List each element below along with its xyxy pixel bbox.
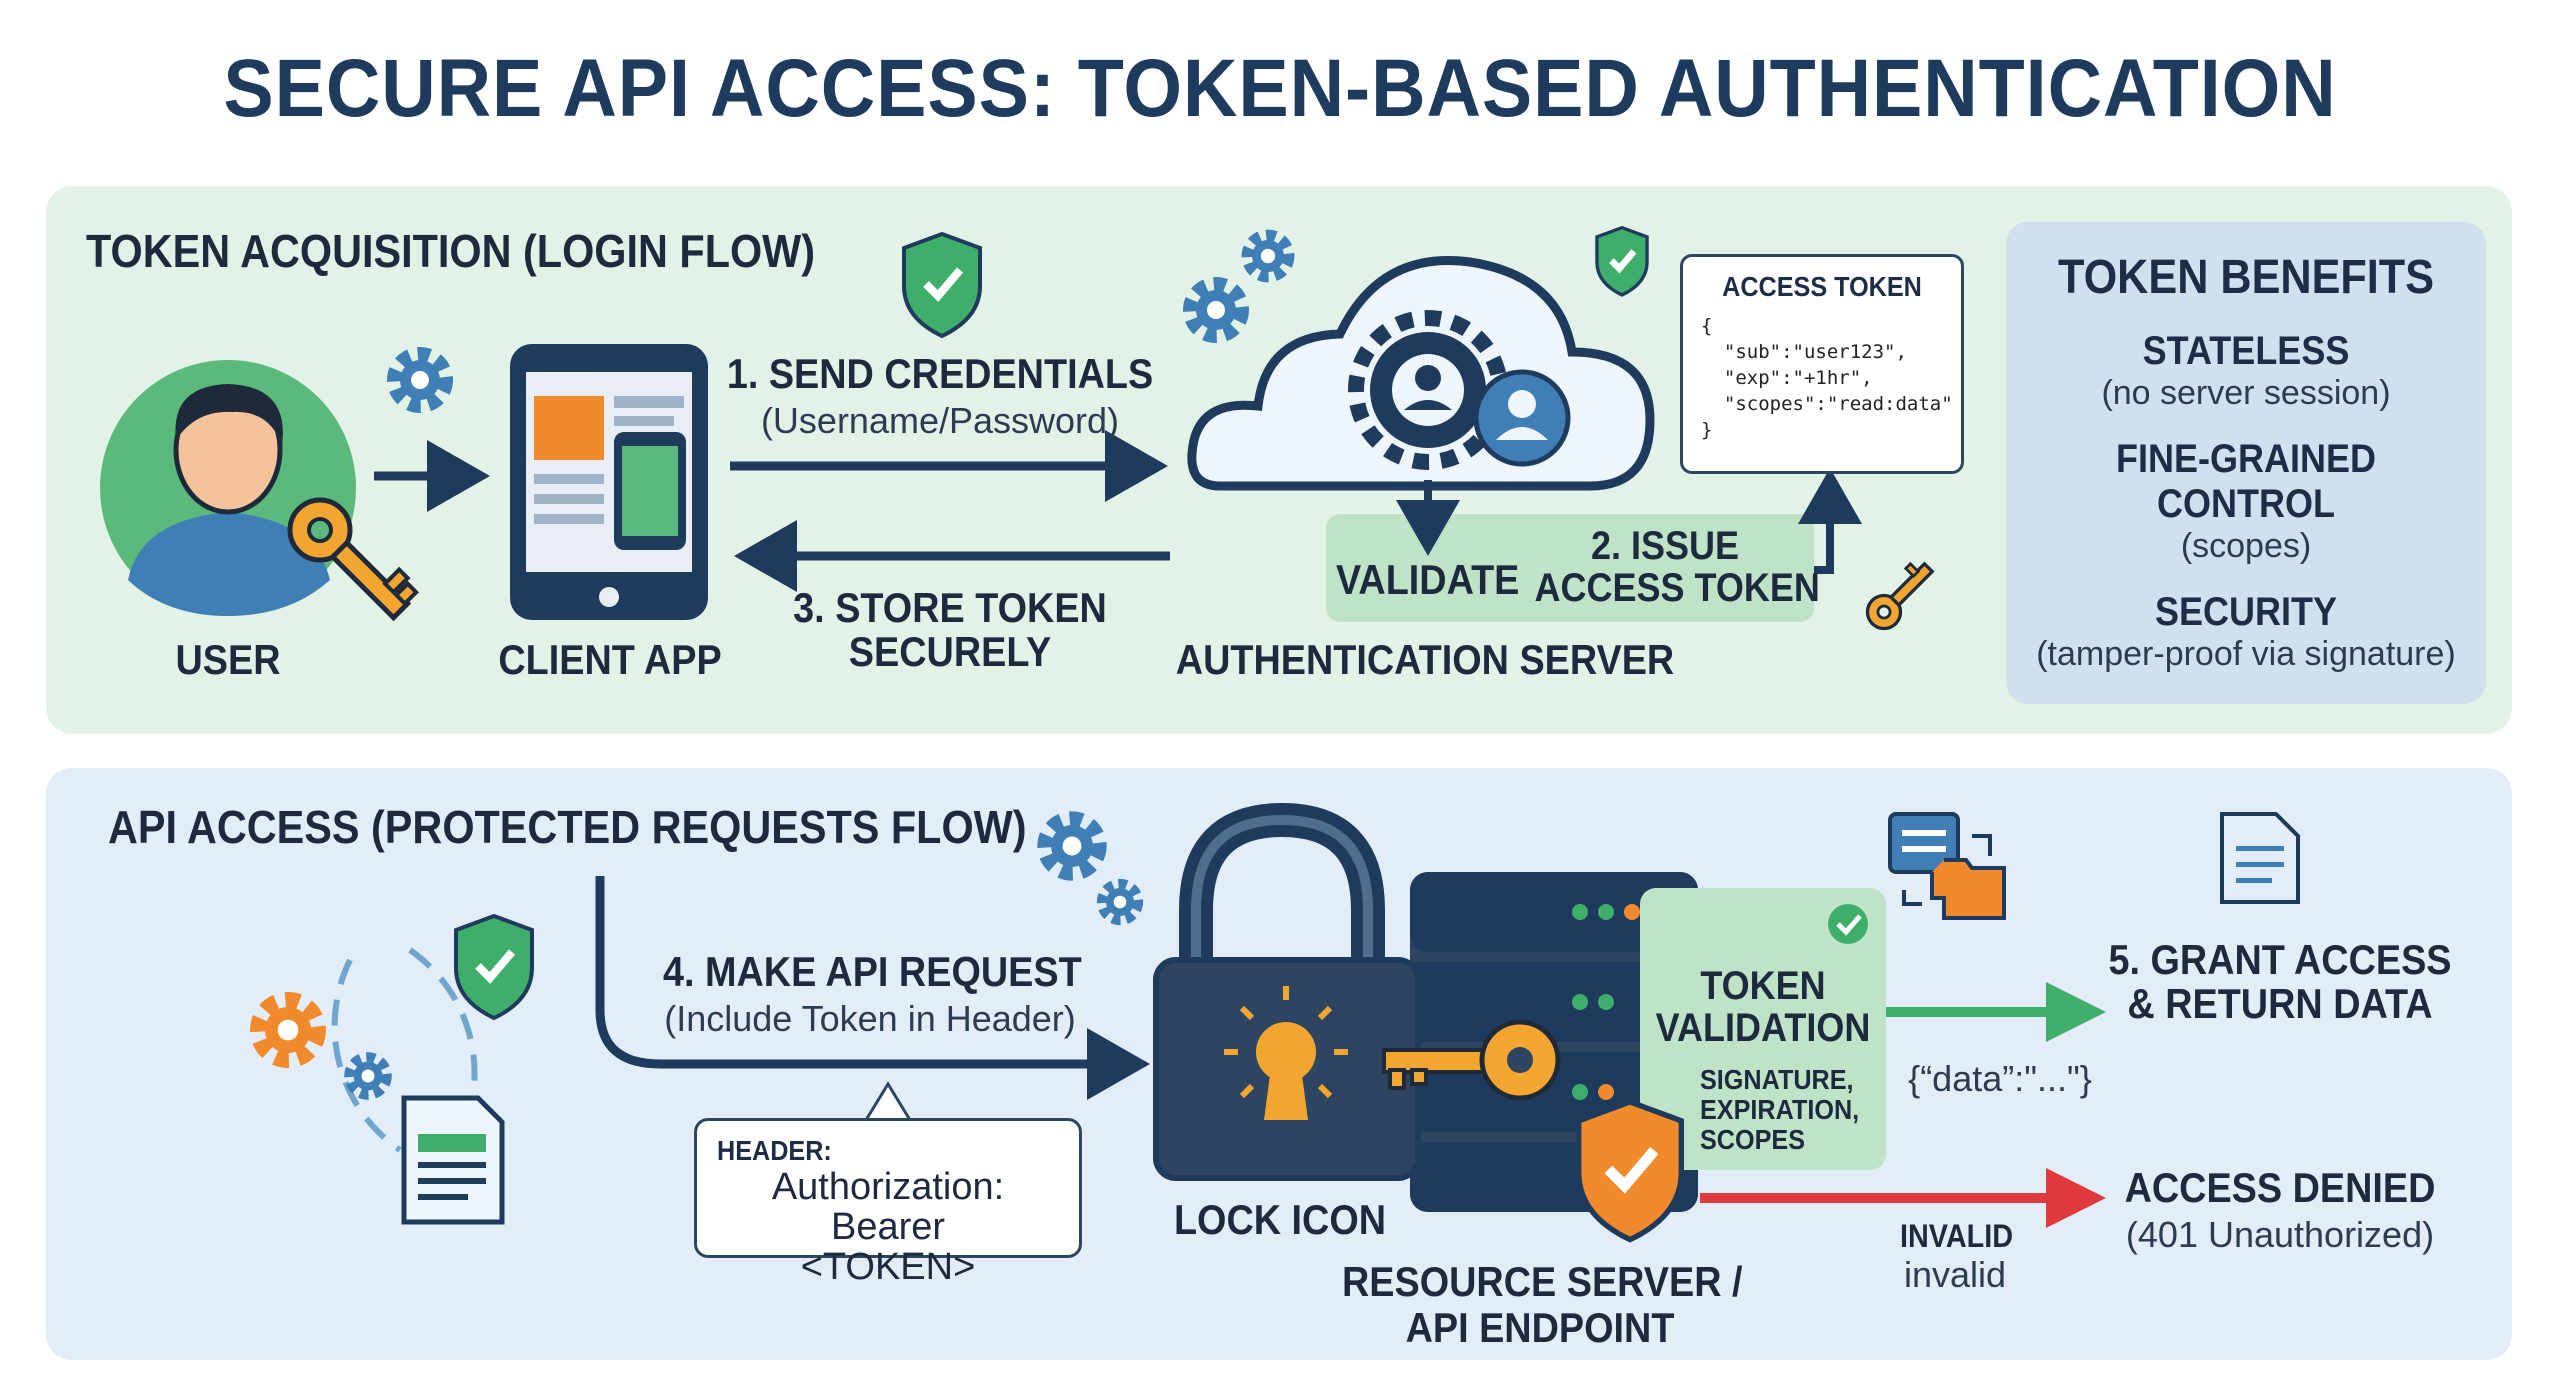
header-value-line1: Authorization: Bearer: [771, 1166, 1005, 1248]
step1-title: 1. SEND CREDENTIALS: [726, 350, 1154, 397]
benefits-title: TOKEN BENEFITS: [2057, 251, 2435, 304]
arrow-api-request: [595, 876, 1150, 1100]
step3-line1: 3. STORE TOKEN: [793, 584, 1107, 631]
token-validation-line2: VALIDATION: [1655, 1006, 1871, 1050]
gear-icon: [1045, 819, 1100, 874]
header-label: HEADER:: [717, 1135, 832, 1166]
arrow-issue-token: [1798, 468, 1862, 574]
step5-line2: & RETURN DATA: [2127, 980, 2433, 1027]
shield-check-icon: [1595, 225, 1649, 297]
invalid-label-upper: INVALID: [1900, 1218, 2014, 1254]
key-icon: [1865, 561, 1935, 631]
user-avatar-icon: [100, 360, 356, 616]
step3-line2: SECURELY: [848, 628, 1052, 675]
token-validation-line1: TOKEN: [1700, 964, 1826, 1008]
token-line: }: [1701, 419, 1713, 441]
auth-header-callout: HEADER: Authorization: Bearer <TOKEN>: [694, 1118, 1082, 1287]
token-benefits-panel: TOKEN BENEFITS STATELESS (no server sess…: [2006, 222, 2486, 704]
document-icon: [2220, 812, 2300, 904]
dashed-cycle-line: [331, 958, 402, 1153]
shield-check-icon: [902, 231, 982, 339]
check-expiration: EXPIRATION,: [1700, 1094, 1860, 1125]
check-scopes: SCOPES: [1700, 1124, 1806, 1155]
step2-line1: 2. ISSUE: [1590, 524, 1740, 568]
step2-line2: ACCESS TOKEN: [1534, 566, 1820, 610]
client-app-label: CLIENT APP: [498, 636, 722, 683]
token-line: "scopes":"read:data": [1701, 393, 1953, 415]
step1-subtitle: (Username/Password): [760, 400, 1120, 441]
benefit-description: (no server session): [2101, 374, 2391, 412]
token-validation-box: [1640, 888, 1886, 1170]
gear-icon: [258, 1000, 318, 1060]
gear-icon: [349, 1057, 386, 1094]
benefit-heading: STATELESS: [2142, 329, 2350, 373]
access-denied-subtitle: (401 Unauthorized): [2125, 1214, 2435, 1255]
access-token-header: ACCESS TOKEN: [1722, 271, 1922, 302]
user-label: USER: [175, 636, 281, 683]
resource-server-line2: API ENDPOINT: [1405, 1304, 1675, 1351]
access-token-card: ACCESS TOKEN { "sub":"user123", "exp":"+…: [1680, 254, 1964, 474]
resource-server-line1: RESOURCE SERVER /: [1342, 1258, 1743, 1305]
benefit-heading: SECURITY: [2154, 590, 2338, 634]
token-line: "exp":"+1hr",: [1701, 367, 1873, 389]
page-title: SECURE API ACCESS: TOKEN-BASED AUTHENTIC…: [223, 43, 2337, 134]
data-sample: {“data”:"..."}: [1908, 1058, 2092, 1099]
gear-icon: [1247, 235, 1289, 277]
authentication-server-label: AUTHENTICATION SERVER: [1175, 636, 1675, 683]
step5-line1: 5. GRANT ACCESS: [2108, 936, 2452, 983]
document-icon: [401, 1095, 505, 1225]
gear-icon: [1102, 884, 1138, 920]
lock-icon-label: LOCK ICON: [1173, 1196, 1387, 1243]
access-denied-title: ACCESS DENIED: [2124, 1164, 2436, 1211]
key-icon: [1382, 1019, 1561, 1101]
check-circle-icon: [1828, 904, 1868, 944]
benefit-description: (tamper-proof via signature): [2036, 635, 2456, 673]
step4-title: 4. MAKE API REQUEST: [663, 948, 1082, 995]
invalid-label-lower: invalid: [1904, 1254, 2007, 1295]
header-value-line2: <TOKEN>: [800, 1246, 976, 1288]
check-signature: SIGNATURE,: [1700, 1064, 1854, 1095]
step4-subtitle: (Include Token in Header): [664, 998, 1076, 1039]
client-app-tablet-icon: [510, 344, 708, 620]
file-transfer-icon: [1888, 812, 2006, 920]
gear-icon: [1190, 284, 1242, 336]
shield-check-icon: [454, 913, 534, 1021]
padlock-icon: [1153, 802, 1421, 1181]
token-line: "sub":"user123",: [1701, 341, 1907, 363]
gear-icon: [394, 354, 446, 406]
shield-check-icon: [1575, 1099, 1685, 1243]
benefit-description: (scopes): [2180, 527, 2312, 565]
cloud-server-icon: [1187, 256, 1655, 491]
api-section-title: API ACCESS (PROTECTED REQUESTS FLOW): [108, 801, 1027, 853]
acquisition-section-title: TOKEN ACQUISITION (LOGIN FLOW): [86, 225, 816, 277]
benefit-heading: FINE-GRAINED CONTROL: [2115, 437, 2376, 526]
validate-label: VALIDATE: [1336, 556, 1520, 603]
token-line: {: [1701, 315, 1713, 337]
key-icon: [287, 497, 419, 622]
